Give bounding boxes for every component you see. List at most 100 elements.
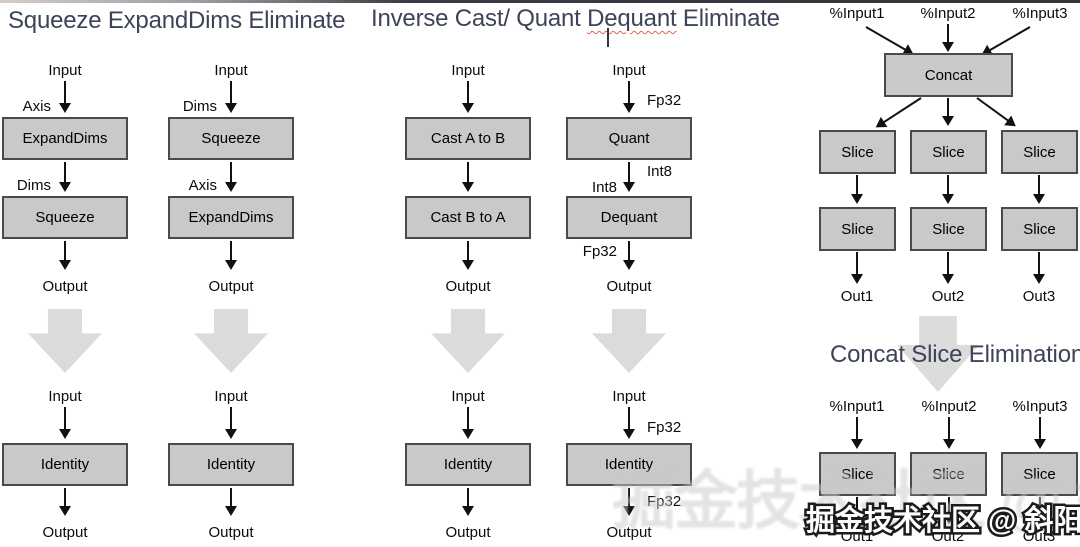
graph-output-label: Out2: [931, 288, 965, 305]
edge-arrow-diagonal: [988, 26, 1031, 52]
node-expanddims: ExpandDims: [2, 117, 128, 160]
dtype-label-fp32: Fp32: [647, 92, 682, 109]
output-label: Output: [445, 524, 491, 541]
input-label: Input: [451, 388, 485, 405]
input-label: Input: [612, 388, 646, 405]
panel2-title-post: Eliminate: [682, 5, 780, 32]
node-expanddims: ExpandDims: [168, 196, 294, 239]
graph-output-label: Out1: [840, 288, 874, 305]
graph-output-label: Out2: [931, 528, 965, 545]
node-slice: Slice: [819, 452, 896, 496]
flow-arrow: [462, 241, 474, 270]
flow-arrow: [1034, 497, 1046, 524]
flow-arrow: [942, 252, 954, 284]
input-label: Input: [451, 62, 485, 79]
dtype-label-int8: Int8: [591, 179, 617, 196]
graph-input-label: %Input1: [829, 5, 885, 22]
flow-arrow: [942, 24, 954, 52]
node-identity: Identity: [2, 443, 128, 486]
node-slice: Slice: [910, 452, 987, 496]
text-caret: [607, 28, 609, 47]
node-slice: Slice: [1001, 452, 1078, 496]
flow-arrow: [851, 175, 863, 204]
flow-arrow: [943, 417, 955, 449]
panel1-title: Squeeze ExpandDims Eliminate: [8, 7, 346, 34]
edge-arrow-diagonal: [865, 26, 907, 51]
transform-arrow: [28, 309, 102, 373]
flow-arrow: [225, 488, 237, 516]
node-slice: Slice: [1001, 207, 1078, 251]
flow-arrow: [462, 162, 474, 192]
flow-arrow: [1033, 175, 1045, 204]
top-edge-artifact: [0, 0, 1080, 3]
node-squeeze: Squeeze: [168, 117, 294, 160]
watermark-text: 掘金技术社区 @ 斜阳1: [804, 503, 1080, 540]
graph-output-label: Out3: [1022, 528, 1056, 545]
flow-arrow: [59, 81, 71, 113]
flow-arrow: [943, 497, 955, 524]
input-label: Input: [48, 388, 82, 405]
flow-arrow: [225, 162, 237, 192]
graph-input-label: %Input3: [1012, 398, 1068, 415]
dtype-label-fp32: Fp32: [647, 493, 682, 510]
watermark-ghost: 掘金技术社区 @ 斜阳1: [612, 465, 1080, 537]
output-label: Output: [606, 524, 652, 541]
flow-arrow: [59, 488, 71, 516]
graph-input-label: %Input2: [921, 398, 977, 415]
param-label-axis: Axis: [22, 98, 51, 115]
panel2-title: Inverse Cast/ Quant Dequant Eliminate: [371, 5, 780, 33]
node-slice: Slice: [819, 207, 896, 251]
flow-arrow: [462, 407, 474, 439]
node-identity: Identity: [168, 443, 294, 486]
flow-arrow: [623, 81, 635, 113]
node-slice: Slice: [819, 130, 896, 174]
flow-arrow: [623, 162, 635, 192]
input-label: Input: [214, 62, 248, 79]
flow-arrow: [623, 241, 635, 270]
output-label: Output: [208, 278, 254, 295]
param-label-dims: Dims: [16, 177, 51, 194]
node-cast-b-to-a: Cast B to A: [405, 196, 531, 239]
graph-output-label: Out1: [840, 528, 874, 545]
flow-arrow: [225, 81, 237, 113]
output-label: Output: [42, 278, 88, 295]
node-identity: Identity: [566, 443, 692, 486]
flow-arrow: [59, 241, 71, 270]
flow-arrow: [1033, 252, 1045, 284]
panel2-title-squiggle-word: Dequant: [587, 5, 677, 32]
output-label: Output: [445, 278, 491, 295]
transform-arrow: [592, 309, 666, 373]
flow-arrow: [59, 162, 71, 192]
panel3-title: Concat Slice Elimination: [830, 341, 1080, 368]
transform-arrow: [194, 309, 268, 373]
node-slice: Slice: [910, 130, 987, 174]
output-label: Output: [42, 524, 88, 541]
flow-arrow: [623, 488, 635, 516]
panel2-title-pre: Inverse Cast/ Quant: [371, 5, 581, 32]
graph-input-label: %Input2: [920, 5, 976, 22]
graph-input-label: %Input3: [1012, 5, 1068, 22]
output-label: Output: [606, 278, 652, 295]
flow-arrow: [59, 407, 71, 439]
node-slice: Slice: [1001, 130, 1078, 174]
edge-arrow-diagonal: [976, 97, 1010, 122]
transform-arrow: [431, 309, 505, 373]
flow-arrow: [462, 81, 474, 113]
node-identity: Identity: [405, 443, 531, 486]
node-quant: Quant: [566, 117, 692, 160]
flow-arrow: [851, 252, 863, 284]
dtype-label-int8: Int8: [647, 163, 673, 180]
node-squeeze: Squeeze: [2, 196, 128, 239]
input-label: Input: [48, 62, 82, 79]
dtype-label-fp32: Fp32: [647, 419, 682, 436]
edge-arrow-diagonal: [882, 97, 922, 124]
flow-arrow: [462, 488, 474, 516]
flow-arrow: [623, 407, 635, 439]
flow-arrow: [942, 98, 954, 126]
flow-arrow: [225, 241, 237, 270]
flow-arrow: [851, 417, 863, 449]
flow-arrow: [942, 175, 954, 204]
node-dequant: Dequant: [566, 196, 692, 239]
input-label: Input: [612, 62, 646, 79]
graph-input-label: %Input1: [829, 398, 885, 415]
